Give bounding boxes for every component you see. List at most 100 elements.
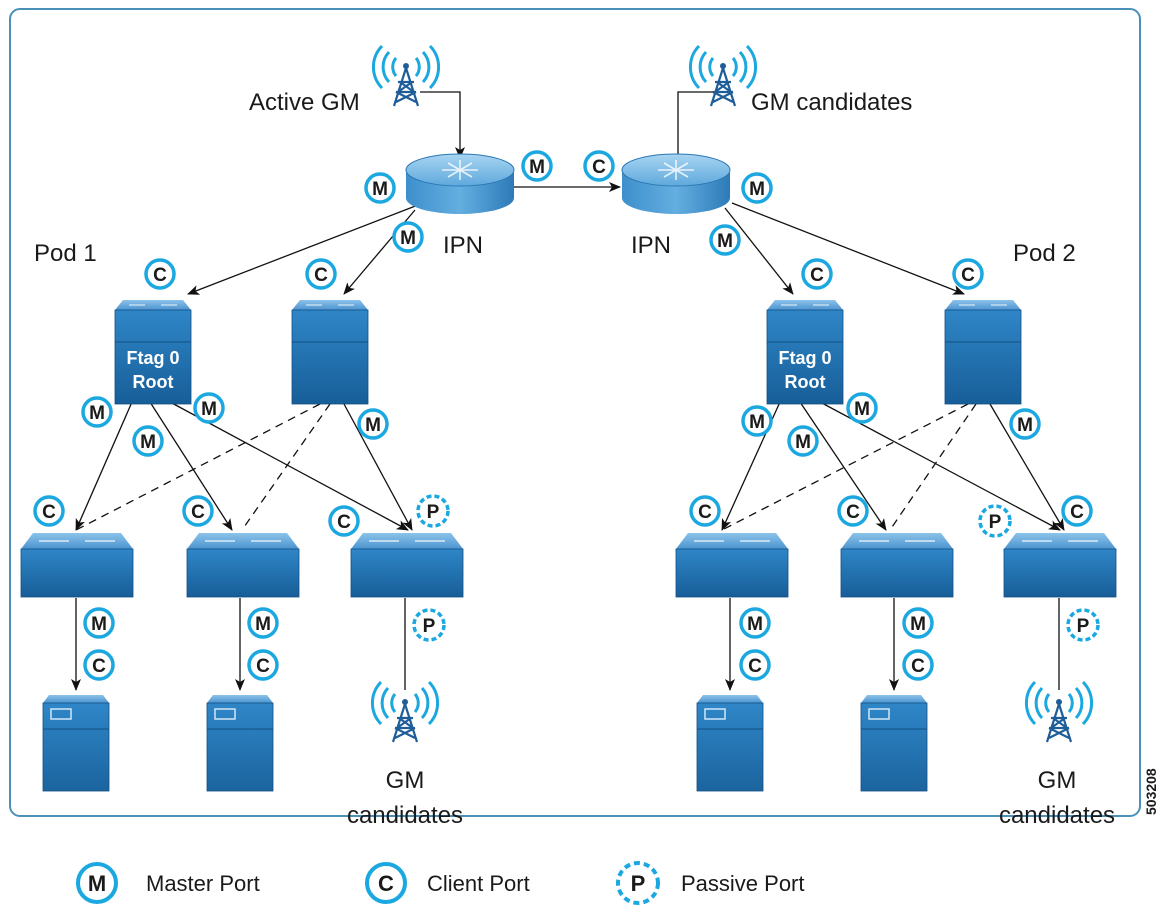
link-p2s1-leaf2 <box>799 401 887 531</box>
pod-label: Pod 1 <box>34 240 97 267</box>
diagram-frame <box>9 8 1141 817</box>
link-active-gm-to-ipn <box>420 91 465 159</box>
master-port-badge: M <box>709 224 741 256</box>
antenna-tower-icon <box>371 44 441 107</box>
passive-port-badge: P <box>412 608 446 642</box>
switch-icon <box>944 300 1022 405</box>
spine-root-label: Ftag 0 <box>126 348 179 368</box>
svg-text:C: C <box>698 502 712 523</box>
passive-port-badge: P <box>1066 608 1100 642</box>
link-ipn-pod2-spine1 <box>724 207 794 295</box>
ipn-label: IPN <box>631 232 671 259</box>
legend: M Master Port C Client Port P Passive Po… <box>76 861 805 905</box>
link-p1s1-leaf1 <box>75 401 133 531</box>
gm-candidates-label: GM <box>1038 767 1077 794</box>
link-p1s2-leaf2 <box>241 403 331 531</box>
link-p1s1-leaf2 <box>149 401 233 531</box>
svg-text:C: C <box>592 157 606 178</box>
svg-text:M: M <box>1017 415 1033 436</box>
master-port-badge: M <box>1009 408 1041 440</box>
svg-text:M: M <box>372 179 388 200</box>
client-port-badge: C <box>83 649 115 681</box>
connections <box>71 91 1065 691</box>
client-port-badge: C <box>583 150 615 182</box>
svg-text:M: M <box>910 614 926 635</box>
legend-passive-label: Passive Port <box>681 871 805 896</box>
antenna-tower-icon <box>370 680 440 743</box>
svg-text:C: C <box>911 656 925 677</box>
gm-candidates-label: GM <box>386 767 425 794</box>
master-port-badge: M <box>132 425 164 457</box>
master-port-badge: M <box>364 172 396 204</box>
link-ipn-to-gm-candidates <box>677 91 718 160</box>
server-icon <box>860 695 928 792</box>
pod-label: Pod 2 <box>1013 240 1076 267</box>
link-p1s2-leaf1 <box>75 403 321 531</box>
svg-text:M: M <box>795 432 811 453</box>
svg-text:M: M <box>749 179 765 200</box>
link-p2s2-leaf2 <box>889 403 977 531</box>
server-icon <box>206 695 274 792</box>
client-port-badge: C <box>247 649 279 681</box>
client-port-badge: C <box>689 495 721 527</box>
client-port-badge: C <box>305 258 337 290</box>
svg-text:C: C <box>256 656 270 677</box>
svg-text:C: C <box>1070 502 1084 523</box>
svg-text:C: C <box>42 502 56 523</box>
spine-root-label: Ftag 0 <box>778 348 831 368</box>
legend-master-item: M Master Port <box>76 862 260 904</box>
passive-port-badge: P <box>416 494 450 528</box>
master-port-badge: M <box>741 172 773 204</box>
client-port-badge: C <box>739 649 771 681</box>
svg-text:C: C <box>337 512 351 533</box>
router-icon <box>405 153 515 214</box>
client-port-badge: C <box>1061 495 1093 527</box>
spine-root-label: Root <box>785 372 826 392</box>
svg-text:M: M <box>717 231 733 252</box>
svg-text:M: M <box>749 412 765 433</box>
svg-text:C: C <box>810 265 824 286</box>
svg-text:M: M <box>747 614 763 635</box>
passive-port-badge: P <box>978 504 1012 538</box>
legend-client-item: C Client Port <box>365 862 530 904</box>
svg-text:C: C <box>961 265 975 286</box>
switch-icon <box>675 533 789 598</box>
switch-icon <box>840 533 954 598</box>
svg-text:M: M <box>89 403 105 424</box>
master-port-badge: M <box>81 396 113 428</box>
client-port-badge: C <box>801 258 833 290</box>
client-port-badge: C <box>328 505 360 537</box>
svg-text:C: C <box>748 656 762 677</box>
gm-candidates-label: candidates <box>347 802 463 829</box>
active-gm-label: Active GM <box>249 89 360 116</box>
legend-master-badge-letter: M <box>88 871 106 896</box>
svg-text:C: C <box>153 265 167 286</box>
server-icon <box>42 695 110 792</box>
svg-text:P: P <box>427 502 440 523</box>
svg-text:P: P <box>423 616 436 637</box>
master-port-badge: M <box>741 405 773 437</box>
switch-icon <box>291 300 369 405</box>
master-port-badge: M <box>83 607 115 639</box>
link-ipn-pod1-spine1 <box>187 204 419 295</box>
svg-text:M: M <box>91 614 107 635</box>
link-p2s2-leaf3 <box>989 403 1065 531</box>
gm-candidates-label: GM candidates <box>751 89 912 116</box>
legend-passive-badge-letter: P <box>631 871 646 896</box>
svg-text:P: P <box>989 512 1002 533</box>
svg-text:C: C <box>92 656 106 677</box>
switch-icon <box>114 300 192 405</box>
client-port-badge: C <box>902 649 934 681</box>
svg-text:M: M <box>201 399 217 420</box>
client-port-badge: C <box>837 495 869 527</box>
master-port-badge: M <box>392 221 424 253</box>
router-icon <box>621 153 731 214</box>
ipn-label: IPN <box>443 232 483 259</box>
server-icon <box>696 695 764 792</box>
master-port-badge: M <box>193 392 225 424</box>
legend-client-label: Client Port <box>427 871 530 896</box>
switch-icon <box>20 533 134 598</box>
svg-text:M: M <box>529 157 545 178</box>
master-port-badge: M <box>739 607 771 639</box>
switch-icon <box>350 533 464 598</box>
